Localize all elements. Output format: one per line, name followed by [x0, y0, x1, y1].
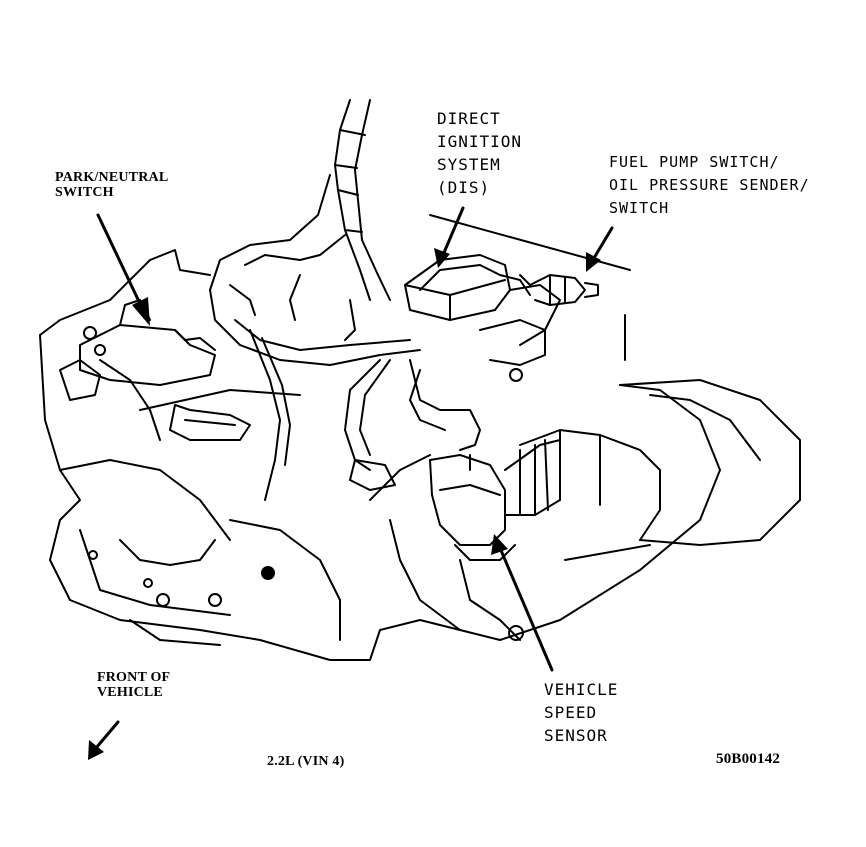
dis-label: DIRECT IGNITION SYSTEM (DIS)	[437, 107, 522, 199]
arrowhead-dis	[434, 248, 450, 268]
arrowhead-fuel-pump	[586, 252, 601, 272]
front-line-2: VEHICLE	[97, 685, 163, 700]
arrow-heads	[88, 248, 601, 760]
transmission-housing	[39, 249, 801, 661]
fuel-pump-line-1: FUEL PUMP SWITCH/	[609, 153, 780, 171]
wiring-harness	[209, 99, 481, 501]
pointer-arrows	[94, 206, 614, 750]
vehicle-speed-sensor-body	[429, 454, 516, 561]
vss-line-2: SPEED	[544, 703, 598, 722]
fuel-pump-line-2: OIL PRESSURE SENDER/	[609, 176, 810, 194]
arrow-vss-shaft	[498, 546, 554, 672]
arrow-park-neutral-shaft	[96, 213, 145, 312]
arrow-dis-shaft	[441, 206, 465, 257]
front-of-vehicle-label: FRONT OF VEHICLE	[97, 670, 170, 700]
dis-line-4: (DIS)	[437, 178, 491, 197]
park-neutral-switch-line-1: PARK/NEUTRAL	[55, 170, 169, 185]
figure-id: 50B00142	[716, 751, 781, 767]
arrow-front-shaft	[94, 720, 120, 750]
dis-coil-pack	[404, 254, 561, 382]
dis-line-1: DIRECT	[437, 109, 501, 128]
arrowhead-front	[88, 740, 104, 760]
arrow-fuel-pump-shaft	[592, 226, 614, 260]
park-neutral-switch-label: PARK/NEUTRAL SWITCH	[55, 170, 168, 200]
park-neutral-switch-line-2: SWITCH	[55, 185, 114, 200]
park-neutral-switch-body	[79, 299, 251, 441]
dis-line-2: IGNITION	[437, 132, 523, 151]
dis-line-3: SYSTEM	[437, 155, 501, 174]
front-line-1: FRONT OF	[97, 670, 171, 685]
engine-caption: 2.2L (VIN 4)	[267, 754, 345, 769]
arrowhead-park-neutral	[132, 297, 150, 326]
vehicle-speed-sensor-label: VEHICLE SPEED SENSOR	[544, 678, 618, 747]
starter-motor	[504, 439, 561, 516]
oil-pressure-sender	[519, 274, 599, 306]
vss-line-1: VEHICLE	[544, 680, 619, 699]
fuel-pump-switch-label: FUEL PUMP SWITCH/ OIL PRESSURE SENDER/ S…	[609, 151, 810, 220]
vss-line-3: SENSOR	[544, 726, 608, 745]
arrowhead-vss	[491, 534, 508, 555]
fuel-pump-line-3: SWITCH	[609, 199, 670, 217]
